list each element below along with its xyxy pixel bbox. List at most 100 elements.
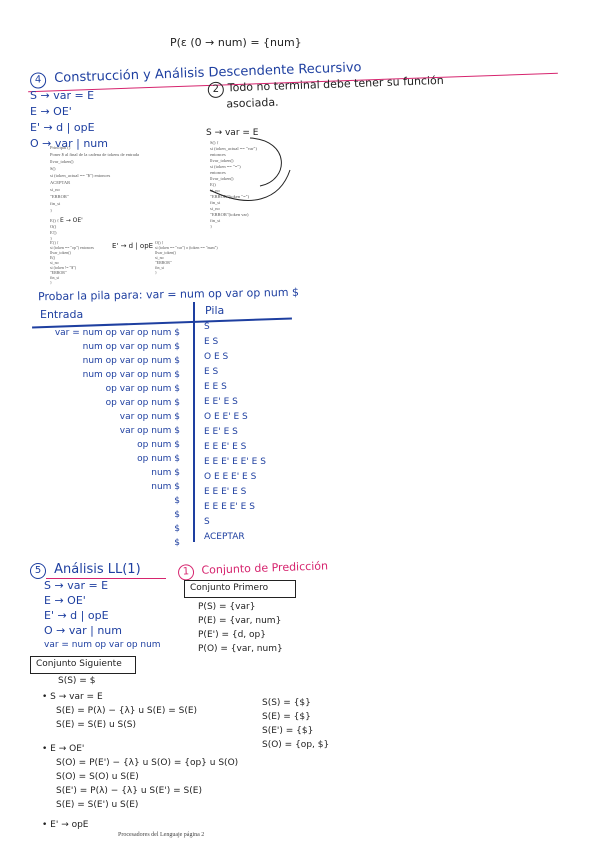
follow-set-init: S(S) = $ xyxy=(58,676,96,686)
code-line: fin_si xyxy=(210,200,221,205)
column-header-input: Entrada xyxy=(40,308,84,321)
code-s-function: S() { si (token_actual == "var") entonce… xyxy=(210,140,257,230)
first-set-item: P(S) = {var} xyxy=(198,602,256,612)
note-number-badge: 2 xyxy=(207,81,225,99)
prediction-set-header: 1 Conjunto de Predicción xyxy=(177,559,329,581)
table-row: op num $ xyxy=(137,454,180,464)
code-principal: Principal () Poner $ al final de la cade… xyxy=(50,144,139,214)
table-row: E E S xyxy=(204,382,227,392)
code-line: "ERROR"(token "=") xyxy=(210,194,250,199)
stack-inputs: var = num op var op num $ num op var op … xyxy=(40,326,180,550)
table-row: num op var op num $ xyxy=(82,342,180,352)
table-row: num op var op num $ xyxy=(82,370,180,380)
code-line: S() { xyxy=(210,140,219,145)
code-o-function: O() { si (token == "var") o (token == "n… xyxy=(155,240,218,275)
table-row: var = num op var op num $ xyxy=(54,328,180,338)
follow-rule: S(E) = S(E) u S(S) xyxy=(56,720,136,730)
grammar-rule: E' → d | opE xyxy=(30,121,95,134)
grammar-rule: O → var | num xyxy=(44,624,122,637)
code-e-function: E → OE' E() { O() E'() } xyxy=(50,218,83,242)
table-row: E E E' E S xyxy=(204,487,247,497)
page-footer: Procesadores del Lenguaje página 2 xyxy=(118,832,205,838)
code-line: S() xyxy=(50,166,56,171)
code-line: } xyxy=(50,236,53,241)
section-number-badge: 4 xyxy=(29,72,47,89)
table-row: $ xyxy=(174,538,180,548)
table-row: E S xyxy=(204,337,219,347)
follow-set-rules: • S → var = E S(E) = P(λ) − {λ} u S(E) =… xyxy=(42,690,238,832)
follow-set-results: S(S) = {$} S(E) = {$} S(E') = {$} S(O) =… xyxy=(262,696,329,752)
code-line: si_no xyxy=(155,255,164,260)
follow-set-title: Conjunto Siguiente xyxy=(36,659,122,669)
grammar-rule: E' → d | opE xyxy=(44,609,109,622)
code-line: } xyxy=(50,280,52,285)
section5-title: Análisis LL(1) xyxy=(54,562,141,577)
follow-rule: S(O) = P(E') − {λ} u S(O) = {op} u S(O) xyxy=(56,758,239,768)
follow-result: S(E') = {$} xyxy=(262,726,314,736)
table-row: E E' E S xyxy=(204,397,238,407)
code-line: si (token == "=") xyxy=(210,164,241,169)
table-row: var op num $ xyxy=(119,426,180,436)
code-line: si (token_actual == "var") xyxy=(210,146,257,151)
follow-rule: • S → var = E xyxy=(42,692,103,702)
table-row: E E E' E S xyxy=(204,442,247,452)
code-line: si_no xyxy=(50,260,59,265)
grammar-rule: E → OE' xyxy=(30,105,72,118)
code-line: fin_si xyxy=(50,275,60,280)
section5-header: 5 Análisis LL(1) xyxy=(30,562,141,579)
follow-result: S(S) = {$} xyxy=(262,698,311,708)
table-row: var op num $ xyxy=(119,412,180,422)
code-line: E() xyxy=(50,255,56,260)
first-set-item: P(E) = {var, num} xyxy=(198,616,282,626)
table-row: num $ xyxy=(151,482,180,492)
code-line: entonces xyxy=(210,152,226,157)
section-number-badge: 5 xyxy=(30,563,46,579)
code-line: llvar_token() xyxy=(50,159,74,164)
follow-rule: S(E') = P(λ) − {λ} u S(E') = S(E) xyxy=(56,786,202,796)
code-line: } xyxy=(155,270,157,275)
code-line: O() xyxy=(50,224,57,229)
follow-rule: S(E) = S(E') u S(E) xyxy=(56,800,139,810)
code-line: si (token == "var") o (token == "num") xyxy=(155,245,218,250)
table-row: num op var op num $ xyxy=(82,356,180,366)
table-row: E E E' E E' E S xyxy=(204,457,266,467)
table-row: S xyxy=(204,517,210,527)
code-line: fin_si xyxy=(155,265,165,270)
top-formula: P(ε (0 → num) = {num} xyxy=(170,36,302,49)
table-row: $ xyxy=(174,496,180,506)
code-line: si_no xyxy=(210,206,220,211)
follow-rule: S(O) = S(O) u S(E) xyxy=(56,772,139,782)
code-line: "ERROR" xyxy=(50,194,69,199)
grammar-rule: S → var = E xyxy=(30,89,95,102)
table-row: op var op num $ xyxy=(105,398,180,408)
code-line: E'() xyxy=(50,230,57,235)
code-line: llvar_token() xyxy=(210,176,234,181)
table-row: ACEPTAR xyxy=(204,532,245,542)
code-line: si (token == "op") entonces xyxy=(50,245,94,250)
code-line: si (token != "$") xyxy=(50,265,77,270)
prediction-number-badge: 1 xyxy=(177,564,195,581)
table-row: E S xyxy=(204,367,219,377)
code-line: ACEPTAR xyxy=(50,180,71,185)
first-set-box xyxy=(184,580,296,598)
table-row: num $ xyxy=(151,468,180,478)
table-row: E E E E' E S xyxy=(204,502,255,512)
code-arrow-label: S → var = E xyxy=(206,128,259,138)
code-line: fin_si xyxy=(210,218,221,223)
first-set-title: Conjunto Primero xyxy=(190,583,269,593)
follow-result: S(E) = {$} xyxy=(262,712,311,722)
code-line: "ERROR" xyxy=(155,260,172,265)
table-row: $ xyxy=(174,510,180,520)
code-line: "ERROR" xyxy=(50,270,67,275)
first-set-item: P(O) = {var, num} xyxy=(198,644,283,654)
code-line: llvar_token() xyxy=(210,158,234,163)
flow-arrow-icon xyxy=(209,137,291,201)
table-column-divider xyxy=(193,302,195,542)
code-line: } xyxy=(50,208,53,213)
prediction-set-title: Conjunto de Predicción xyxy=(201,559,329,577)
table-row: E E' E S xyxy=(204,427,238,437)
table-row: O E S xyxy=(204,352,229,362)
code-line: Principal () xyxy=(50,145,71,150)
table-row: O E E' E S xyxy=(204,412,248,422)
code-line: llvar_token() xyxy=(50,250,71,255)
